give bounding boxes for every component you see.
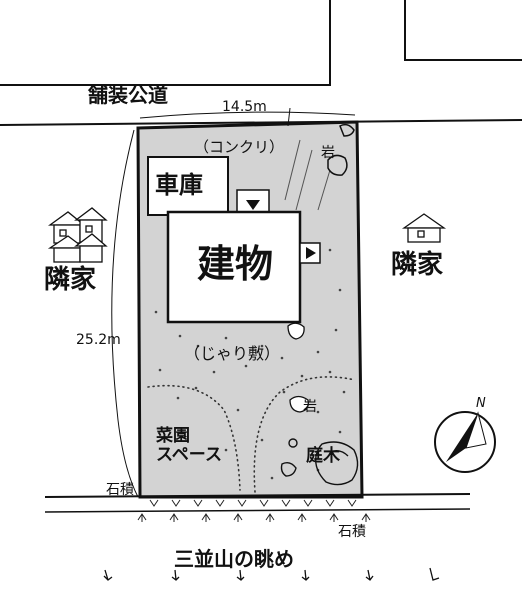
neighbor-left-label: 隣家 (44, 265, 97, 295)
road-edge-right (404, 0, 522, 61)
depth-dimension-line (111, 129, 139, 498)
building-box (166, 210, 302, 324)
neighbor-house-left-icon (47, 207, 108, 263)
garden-tree-label: 庭木 (306, 446, 340, 466)
rock-mid-icon (289, 395, 309, 413)
side-entry-arrow-icon (306, 247, 316, 259)
garden-paths (147, 376, 356, 493)
neighbor-house-right-icon (401, 213, 447, 243)
garden-tree-icon (280, 438, 359, 486)
north-arrow-icon (434, 411, 496, 473)
stone-wall-label-right: 石積 (338, 524, 366, 540)
neighbor-right-label: 隣家 (391, 250, 444, 280)
concrete-label: （コンクリ） (194, 138, 285, 156)
gravel-label: （じゃり敷） (184, 344, 281, 363)
view-label: 三並山の眺め (174, 547, 294, 571)
width-dimension-label: 14.5m (222, 99, 267, 115)
garden-label-line2: スペース (156, 445, 222, 465)
road-edges (0, 0, 522, 126)
rock-top-icon (327, 123, 355, 176)
width-dimension-tick (287, 107, 291, 127)
building-label: 建物 (197, 242, 274, 286)
garden-label-line1: 菜園 (156, 426, 190, 446)
concrete-hatching (284, 139, 331, 211)
view-arrows (103, 567, 440, 581)
entry-arrow-icon (246, 200, 260, 210)
garage-label: 車庫 (155, 171, 203, 199)
rock-top-label: 岩 (321, 145, 335, 161)
garage-box (147, 156, 229, 216)
north-label: N (476, 396, 486, 411)
road-label: 舗装公道 (88, 83, 168, 107)
rock-mid-label: 岩 (303, 399, 317, 415)
width-dimension-line (139, 111, 356, 119)
stone-wall (44, 493, 471, 513)
depth-dimension-label: 25.2m (76, 332, 121, 348)
water-basin-icon (287, 322, 305, 340)
stone-wall-marks (137, 499, 371, 522)
gravel-dots (154, 248, 346, 480)
road-edge-lower (0, 119, 522, 126)
stone-wall-label-left: 石積 (106, 482, 134, 498)
road-edge-left (0, 0, 331, 86)
